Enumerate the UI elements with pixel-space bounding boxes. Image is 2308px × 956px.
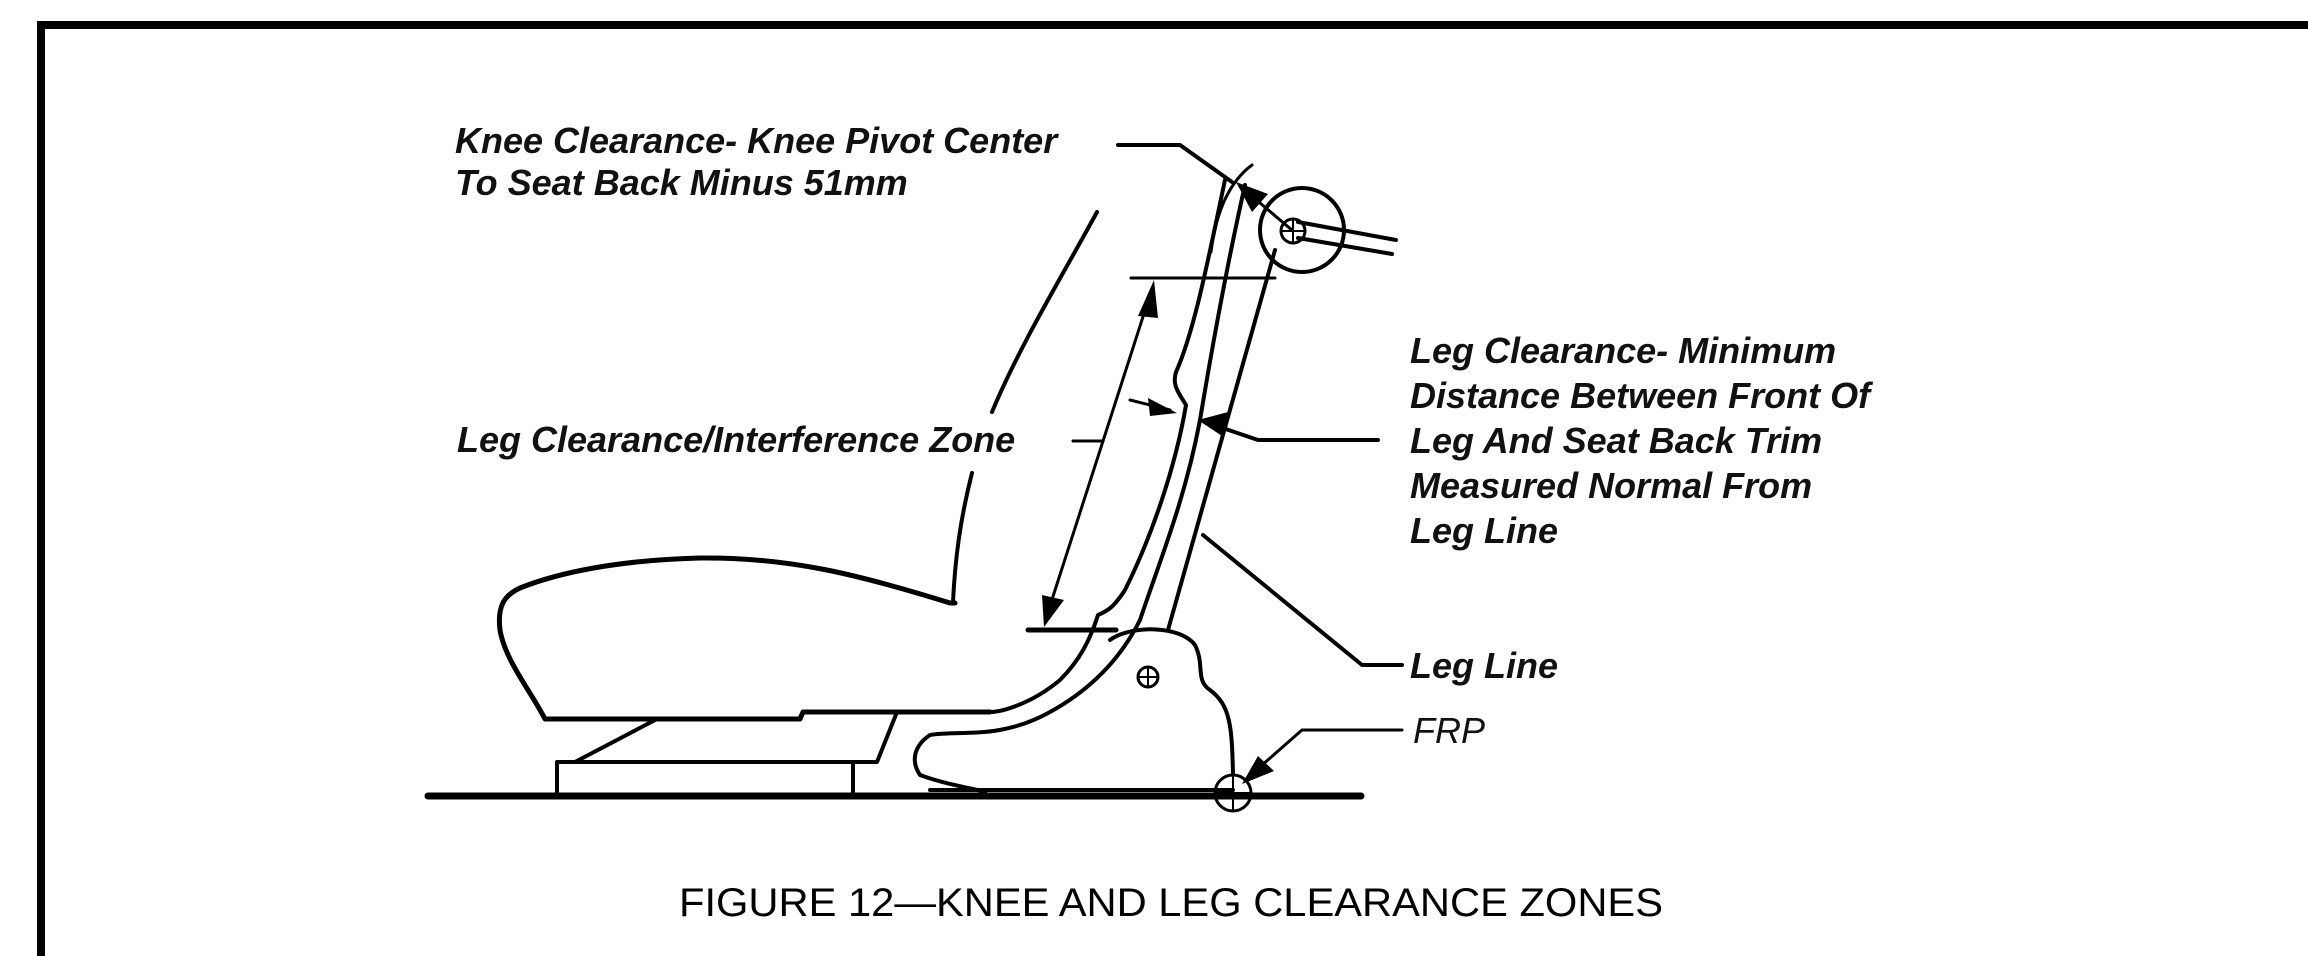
leg-clearance-label-line5: Leg Line	[1410, 510, 1558, 551]
leg-zone-dimension	[1025, 276, 1277, 633]
seat-riser	[555, 710, 899, 798]
leg-line-leader	[1201, 533, 1404, 667]
knee-clearance-leader	[1116, 143, 1295, 233]
frp-point-icon	[1213, 773, 1253, 813]
knee-clearance-label-line2: To Seat Back Minus 51mm	[455, 162, 908, 203]
min-distance-arrow	[1128, 398, 1177, 416]
knee-joint	[1209, 163, 1398, 274]
figure-caption: FIGURE 12—KNEE AND LEG CLEARANCE ZONES	[679, 881, 1663, 925]
seat-cushion	[496, 555, 993, 722]
leg-clearance-label-line1: Leg Clearance- Minimum	[1410, 330, 1836, 371]
recliner-pivot-icon	[1136, 665, 1160, 689]
frp-label: FRP	[1413, 710, 1485, 751]
seat-back-front-trim	[912, 178, 1247, 798]
frp-leader	[1242, 728, 1404, 784]
leg-clearance-label-line4: Measured Normal From	[1410, 465, 1812, 506]
leg-clearance-label-line2: Distance Between Front Of	[1410, 375, 1873, 416]
frame-left-border	[37, 21, 45, 956]
leg-line-label: Leg Line	[1410, 645, 1558, 686]
seat-back-rear	[951, 210, 1099, 604]
leg-line	[1166, 248, 1277, 632]
leg-zone-label: Leg Clearance/Interference Zone	[457, 419, 1015, 460]
leg-clearance-label-line3: Leg And Seat Back Trim	[1410, 420, 1822, 461]
knee-clearance-label-line1: Knee Clearance- Knee Pivot Center	[455, 120, 1059, 161]
frame-top-border	[37, 21, 2308, 29]
leg-clearance-leader	[1198, 412, 1380, 442]
recliner-bracket	[928, 627, 1235, 792]
